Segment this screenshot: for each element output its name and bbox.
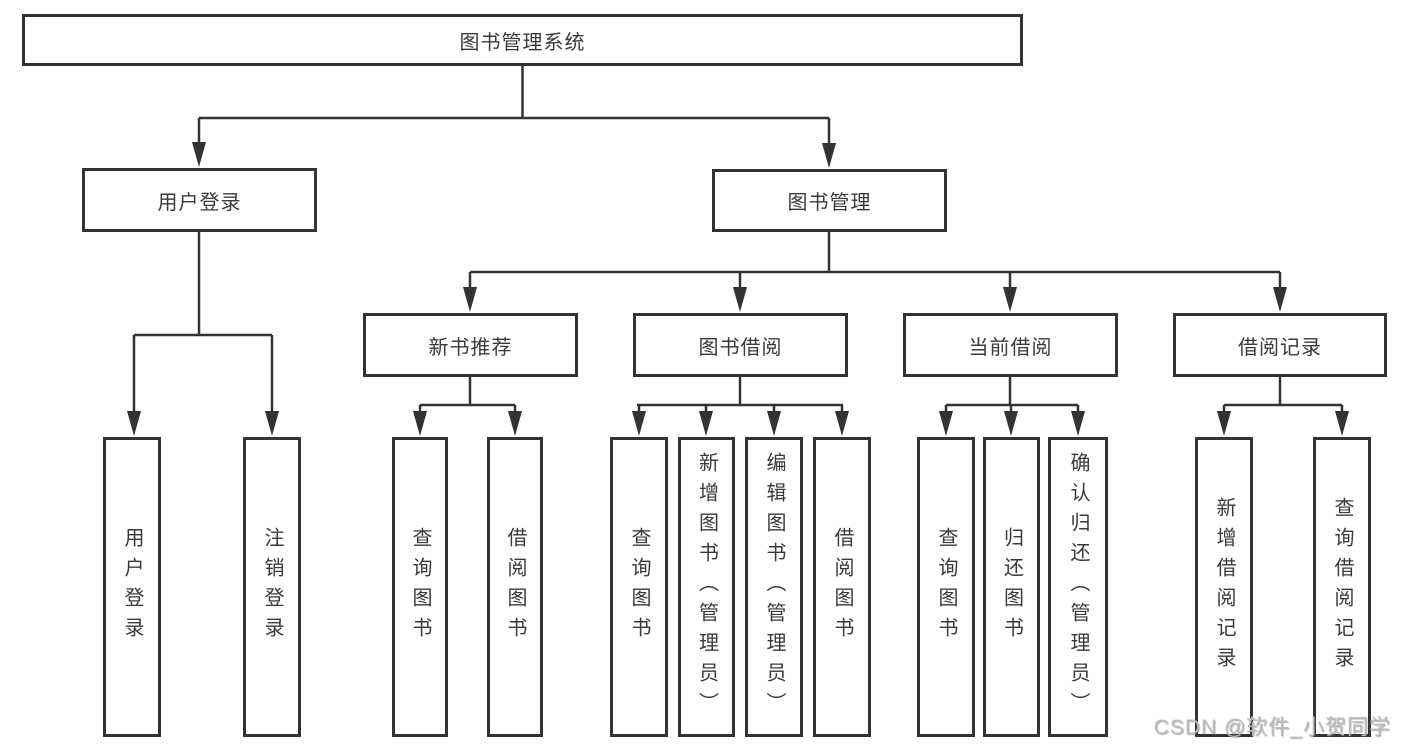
node-new-book-recommend: 新书推荐 bbox=[363, 313, 578, 377]
node-recommend-query-book: 查询图书 bbox=[392, 437, 448, 737]
connector-borrow-records-children bbox=[1217, 377, 1349, 436]
node-label: 查询借阅记录 bbox=[1331, 497, 1353, 677]
node-book-borrow: 图书借阅 bbox=[633, 313, 848, 377]
node-label: 新增图书（管理员） bbox=[695, 452, 718, 722]
node-label: 借阅图书 bbox=[831, 527, 853, 647]
node-edit-book-admin: 编辑图书（管理员） bbox=[745, 437, 803, 737]
node-label: 用户登录 bbox=[121, 527, 143, 647]
node-label: 图书管理系统 bbox=[459, 31, 586, 54]
node-current-borrow: 当前借阅 bbox=[903, 313, 1118, 377]
node-return-book: 归还图书 bbox=[983, 437, 1040, 737]
node-confirm-return-admin: 确认归还（管理员） bbox=[1048, 437, 1108, 737]
connector-book-borrow-children bbox=[632, 377, 849, 436]
node-borrow-query-book: 查询图书 bbox=[610, 437, 668, 737]
node-logout-action: 注销登录 bbox=[243, 437, 301, 737]
node-query-borrow-record: 查询借阅记录 bbox=[1313, 437, 1371, 737]
connector-new-book-recommend-children bbox=[413, 377, 522, 436]
node-label: 借阅图书 bbox=[504, 527, 526, 647]
node-label: 注销登录 bbox=[261, 527, 283, 647]
node-label: 用户登录 bbox=[157, 191, 242, 214]
node-label: 新书推荐 bbox=[428, 336, 513, 359]
connector-current-borrow-children bbox=[939, 377, 1085, 436]
csdn-watermark: CSDN @软件_小贺同学 bbox=[1153, 716, 1391, 739]
node-user-login: 用户登录 bbox=[82, 168, 317, 232]
node-label: 归还图书 bbox=[1000, 527, 1023, 647]
node-recommend-borrow-book: 借阅图书 bbox=[487, 437, 543, 737]
node-label: 查询图书 bbox=[935, 527, 957, 647]
node-current-query-book: 查询图书 bbox=[917, 437, 975, 737]
node-label: 借阅记录 bbox=[1238, 336, 1322, 359]
node-borrow-records: 借阅记录 bbox=[1173, 313, 1387, 377]
connector-user-login-children bbox=[127, 232, 279, 436]
node-borrow-book-action: 借阅图书 bbox=[813, 437, 871, 737]
connector-root-to-level2 bbox=[192, 65, 836, 168]
connector-book-management-children bbox=[463, 232, 1287, 312]
node-label: 图书管理 bbox=[787, 192, 872, 214]
node-add-book-admin: 新增图书（管理员） bbox=[678, 437, 735, 737]
node-label: 编辑图书（管理员） bbox=[763, 452, 785, 722]
node-label: 查询图书 bbox=[628, 527, 650, 647]
node-root-system: 图书管理系统 bbox=[22, 14, 1023, 66]
node-book-management: 图书管理 bbox=[712, 169, 947, 232]
node-label: 查询图书 bbox=[409, 527, 431, 647]
node-label: 确认归还（管理员） bbox=[1067, 452, 1089, 722]
node-user-login-action: 用户登录 bbox=[103, 437, 161, 737]
node-label: 当前借阅 bbox=[968, 336, 1053, 359]
node-add-borrow-record: 新增借阅记录 bbox=[1195, 437, 1253, 737]
node-label: 图书借阅 bbox=[698, 336, 783, 359]
node-label: 新增借阅记录 bbox=[1213, 497, 1235, 677]
